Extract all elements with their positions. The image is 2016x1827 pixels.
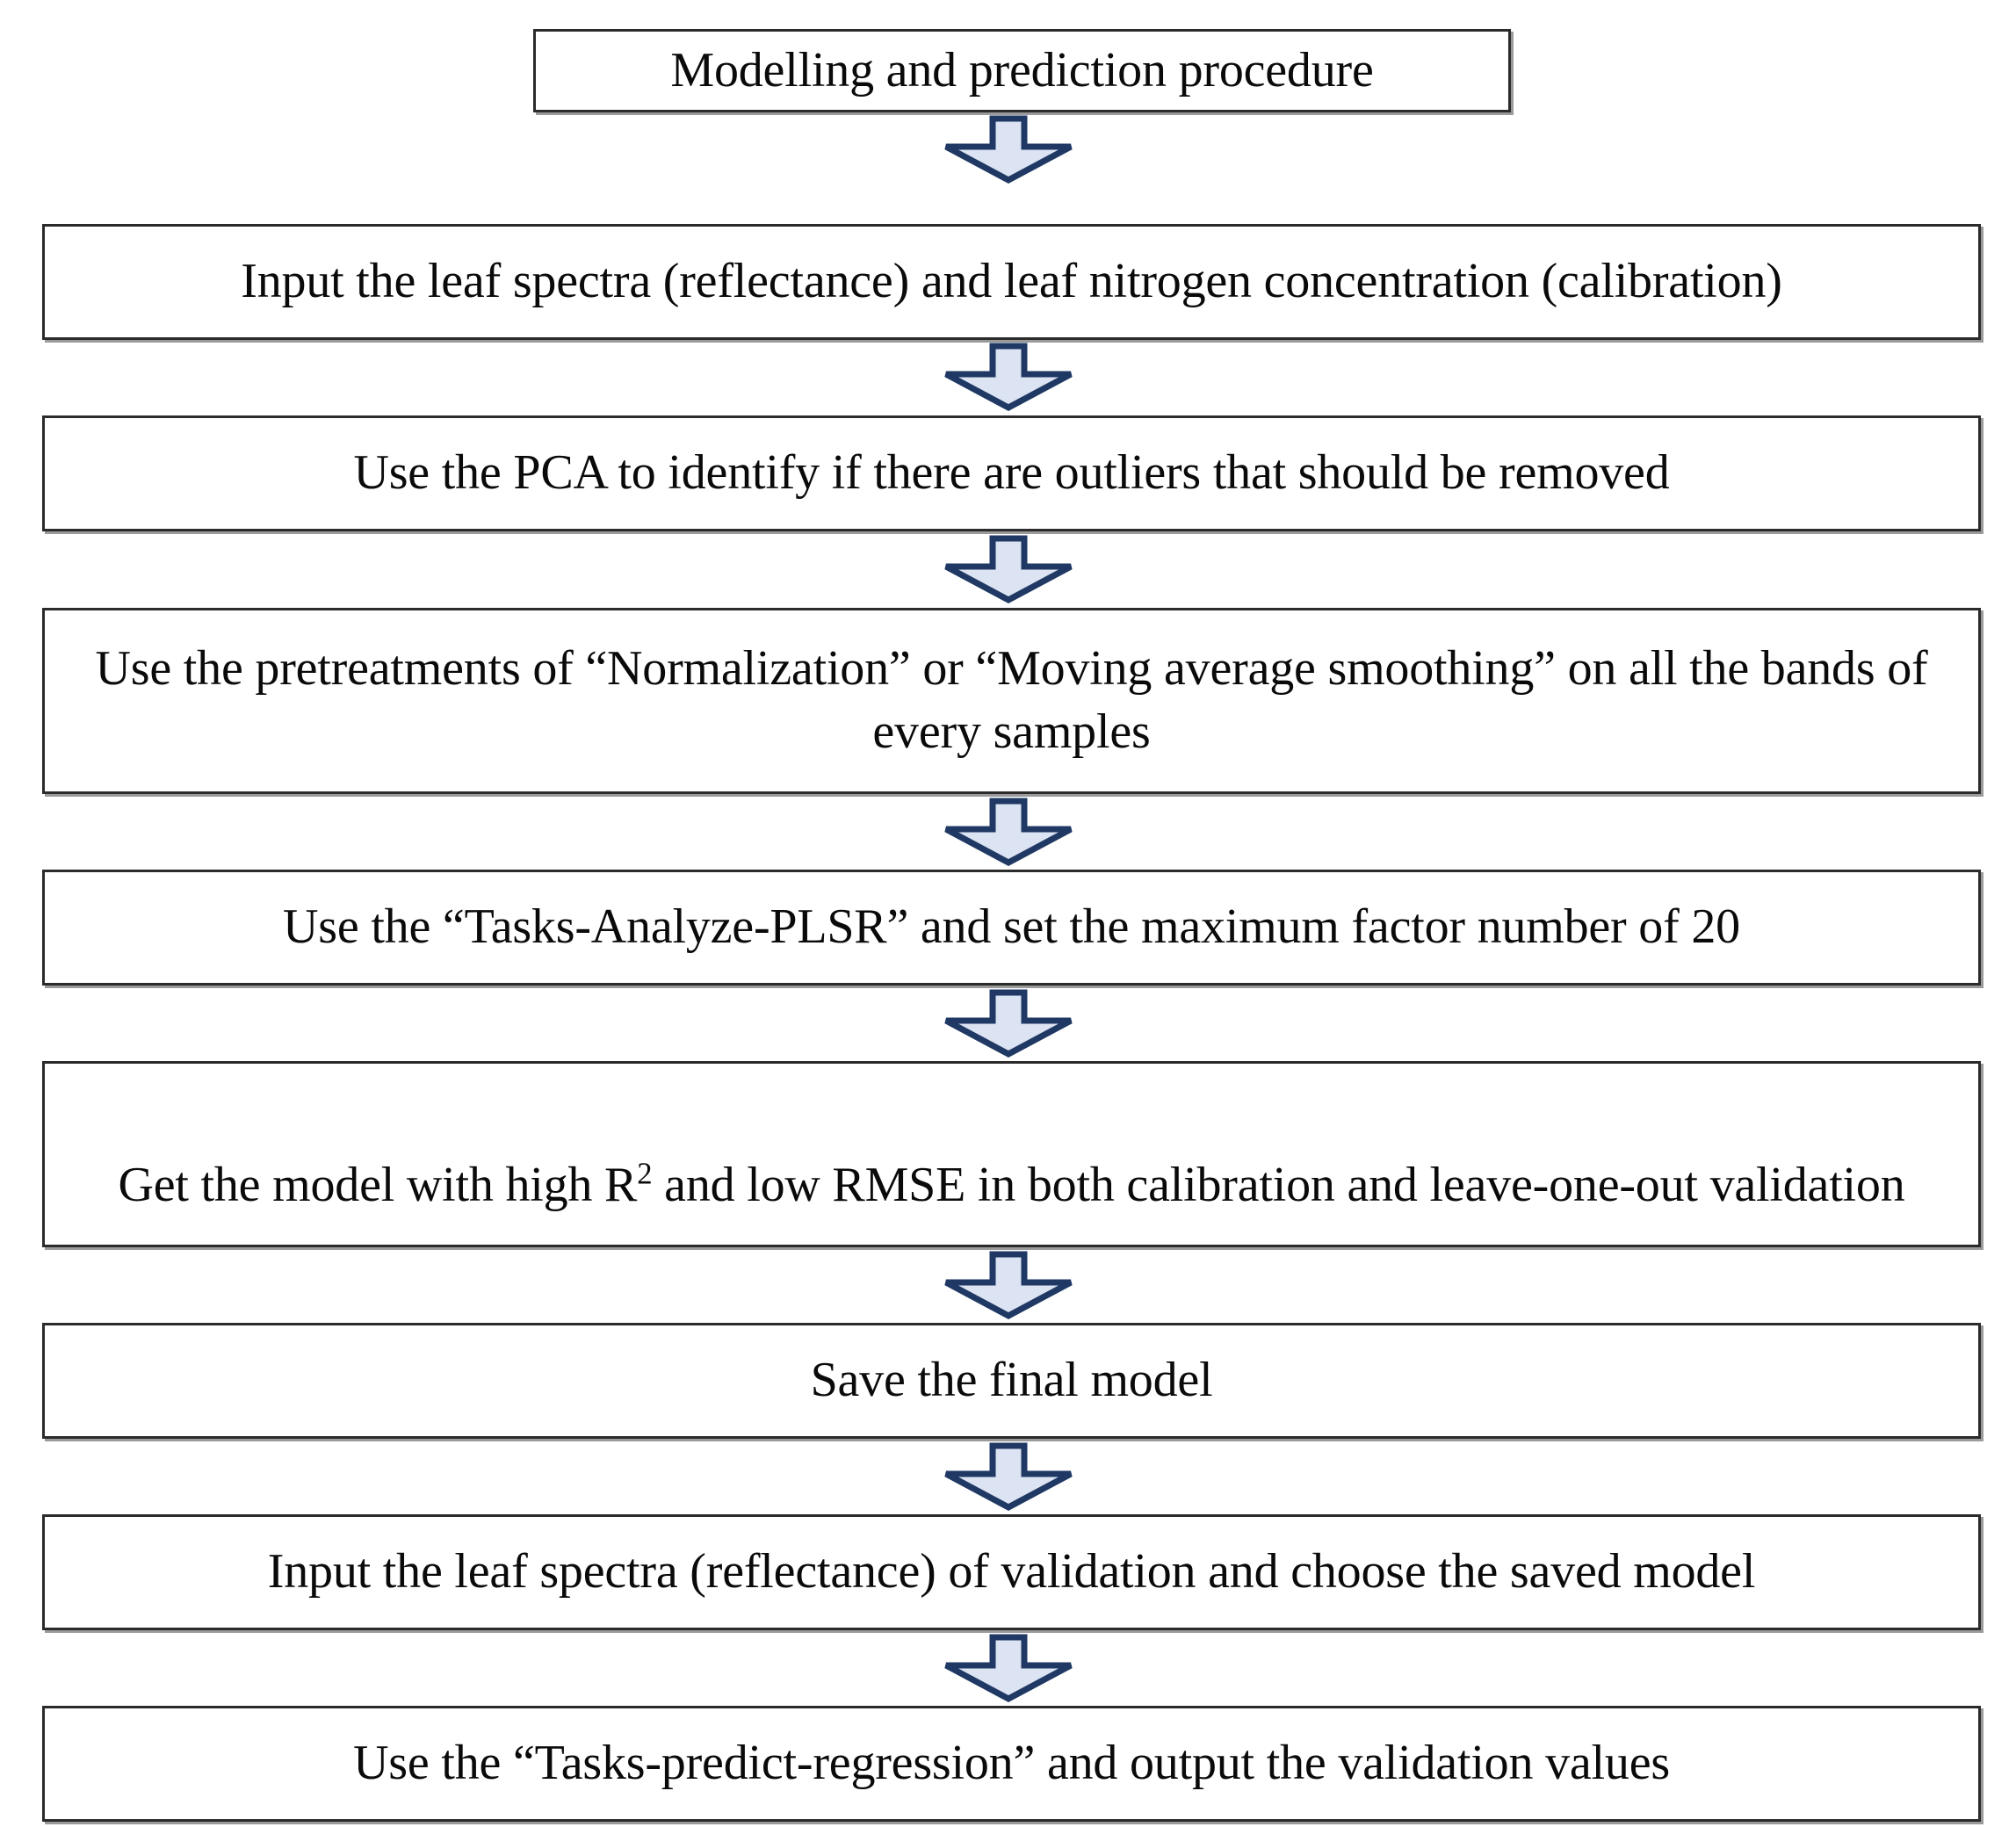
flowchart-node-pretreatments[interactable]: Use the pretreatments of “Normalization”… — [42, 608, 1981, 794]
node-label: Input the leaf spectra (reflectance) and… — [241, 254, 1782, 309]
node-label: Input the leaf spectra (reflectance) of … — [267, 1544, 1756, 1600]
down-block-arrow-icon — [943, 989, 1074, 1058]
down-block-arrow-icon — [943, 1442, 1074, 1511]
node-label: Use the “Tasks-predict-regression” and o… — [353, 1736, 1670, 1791]
node-label: Use the “Tasks-Analyze-PLSR” and set the… — [283, 899, 1740, 955]
flowchart-node-predict-regression[interactable]: Use the “Tasks-predict-regression” and o… — [42, 1706, 1981, 1822]
down-block-arrow-icon — [943, 798, 1074, 866]
node-label: Get the model with high R2 and low RMSE … — [45, 1091, 1978, 1217]
node-label: Use the pretreatments of “Normalization”… — [95, 641, 1928, 759]
down-block-arrow-icon — [943, 115, 1074, 184]
node-label: Use the PCA to identify if there are out… — [353, 445, 1670, 501]
flowchart-node-input-validation[interactable]: Input the leaf spectra (reflectance) of … — [42, 1514, 1981, 1630]
node-label-part-1: Get the model with high R — [118, 1158, 638, 1212]
flowchart-node-save-model[interactable]: Save the final model — [42, 1323, 1981, 1439]
flowchart-node-model-quality[interactable]: Get the model with high R2 and low RMSE … — [42, 1061, 1981, 1247]
flowchart-node-input-calibration[interactable]: Input the leaf spectra (reflectance) and… — [42, 224, 1981, 340]
node-label: Save the final model — [810, 1353, 1213, 1408]
down-block-arrow-icon — [943, 1251, 1074, 1319]
superscript-exponent: 2 — [637, 1156, 653, 1191]
flowchart-node-title[interactable]: Modelling and prediction procedure — [533, 29, 1511, 112]
flowchart-node-pca-outliers[interactable]: Use the PCA to identify if there are out… — [42, 415, 1981, 531]
down-block-arrow-icon — [943, 1634, 1074, 1702]
flowchart-node-plsr-factors[interactable]: Use the “Tasks-Analyze-PLSR” and set the… — [42, 870, 1981, 986]
down-block-arrow-icon — [943, 343, 1074, 411]
down-block-arrow-icon — [943, 535, 1074, 603]
node-label: Modelling and prediction procedure — [670, 42, 1374, 97]
node-label-part-2: and low RMSE in both calibration and lea… — [652, 1158, 1905, 1212]
